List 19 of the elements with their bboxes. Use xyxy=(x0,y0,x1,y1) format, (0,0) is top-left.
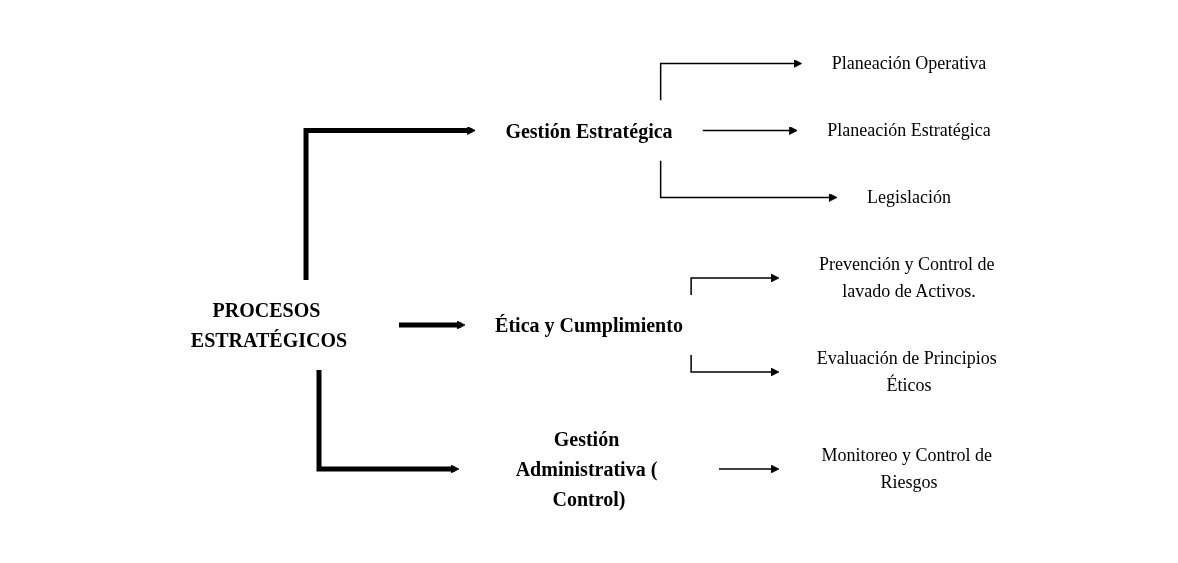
arrow xyxy=(303,125,476,280)
arrow xyxy=(718,464,780,473)
node-text: Ética y Cumplimiento xyxy=(495,313,683,336)
arrow xyxy=(659,159,838,202)
arrow xyxy=(701,125,798,135)
node-text: Gestión Estratégica xyxy=(505,119,673,141)
node-text: Prevención y Control de lavado de Activos. xyxy=(819,253,995,301)
node-text: Legislación xyxy=(867,186,951,207)
arrow xyxy=(659,58,803,101)
node-text: Planeación Operativa xyxy=(831,52,987,73)
arrow xyxy=(690,353,780,376)
node-text: PROCESOS ESTRATÉGICOS xyxy=(190,298,348,351)
node-text: Gestión Administrativa ( Control) xyxy=(515,427,658,510)
node-text: Evaluación de Principios Éticos xyxy=(816,347,997,395)
node-text: Monitoreo y Control de Riesgos xyxy=(821,444,992,492)
arrow xyxy=(396,320,466,329)
arrow xyxy=(690,273,780,296)
arrow xyxy=(316,369,460,473)
node-text: Planeación Estratégica xyxy=(827,119,991,140)
